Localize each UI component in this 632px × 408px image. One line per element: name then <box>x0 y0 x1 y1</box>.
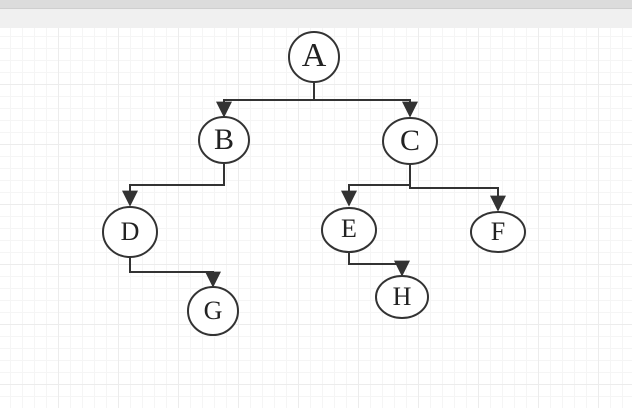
edge-c-e <box>341 164 411 207</box>
node-e[interactable]: E <box>321 207 377 253</box>
edge-b-d <box>122 164 225 207</box>
toolbar-strip <box>0 0 632 9</box>
diagram-canvas[interactable] <box>0 28 632 408</box>
node-b[interactable]: B <box>198 116 250 164</box>
toolbar <box>0 0 632 28</box>
node-e-label: E <box>341 214 357 243</box>
edge-d-g <box>129 257 221 288</box>
edge-c-f <box>409 185 506 212</box>
node-c-label: C <box>400 124 420 157</box>
node-a[interactable]: A <box>288 31 340 83</box>
node-f-label: F <box>491 217 505 246</box>
node-b-label: B <box>214 123 234 156</box>
node-c[interactable]: C <box>382 117 438 165</box>
node-h-label: H <box>393 282 412 311</box>
edge-a-c <box>314 99 418 118</box>
node-d-label: D <box>121 217 140 246</box>
node-h[interactable]: H <box>375 275 429 319</box>
node-a-label: A <box>302 37 327 74</box>
node-g[interactable]: G <box>187 286 239 336</box>
edge-e-h <box>348 253 410 277</box>
node-g-label: G <box>204 296 223 325</box>
node-f[interactable]: F <box>470 211 526 253</box>
edge-a-b <box>216 82 315 118</box>
node-d[interactable]: D <box>102 206 158 258</box>
